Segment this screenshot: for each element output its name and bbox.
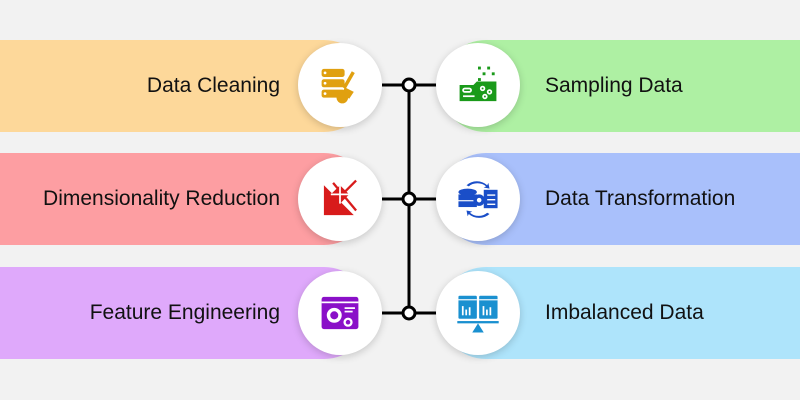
balance-charts-icon (457, 295, 499, 333)
circle-feature-engineering (298, 271, 382, 355)
circle-imbalanced-data (436, 271, 520, 355)
junction-node (401, 77, 417, 93)
junction-node (401, 305, 417, 321)
window-gears-icon (321, 296, 359, 330)
label-dimensionality-reduction: Dimensionality Reduction (43, 187, 280, 210)
label-data-cleaning: Data Cleaning (146, 74, 280, 97)
label-data-transformation: Data Transformation (545, 187, 736, 210)
data-sampling-icon (459, 66, 497, 102)
circle-dimensionality-reduction (298, 157, 382, 241)
circle-data-cleaning (298, 43, 382, 127)
database-gear-icon (458, 181, 498, 218)
band-dimensionality-reduction: Dimensionality Reduction (0, 153, 370, 245)
server-broom-icon (321, 68, 355, 104)
triangle-arrows-icon (323, 179, 357, 216)
circle-sampling-data (436, 43, 520, 127)
junction-node (401, 191, 417, 207)
label-sampling-data: Sampling Data (545, 74, 683, 97)
label-feature-engineering: Feature Engineering (89, 301, 280, 324)
label-imbalanced-data: Imbalanced Data (545, 301, 704, 324)
circle-data-transformation (436, 157, 520, 241)
